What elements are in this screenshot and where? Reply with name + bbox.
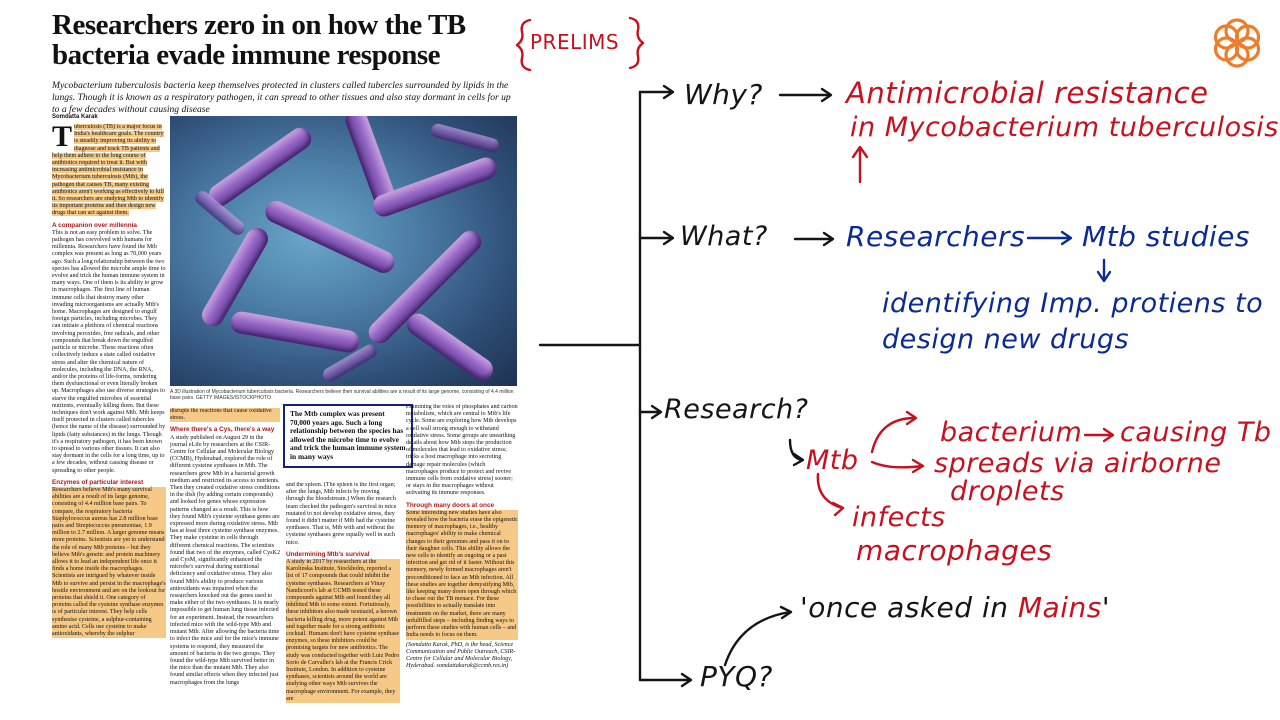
mtb-label: Mtb <box>806 445 859 476</box>
byline: Somdatta Karak <box>52 114 98 120</box>
headline-line-1: Researchers zero in on how the TB <box>52 9 466 41</box>
once-asked-suffix: ' <box>1101 591 1111 624</box>
what-identifying: identifying Imp. protiens to <box>882 288 1264 319</box>
body-paragraph: examining the roles of phosphates and ca… <box>406 404 518 497</box>
article-column-4: examining the roles of phosphates and ca… <box>406 404 518 708</box>
photo-caption: A 3D illustration of Mycobacterium tuber… <box>170 389 514 402</box>
author-signature: (Somdatta Karak, PhD, is the head, Scien… <box>406 641 516 670</box>
body-paragraph: This is not an easy problem to solve. Th… <box>52 229 166 474</box>
headline-line-2: bacteria evade immune response <box>52 39 441 71</box>
causing-tb-label: causing Tb <box>1120 417 1272 448</box>
why-question: Why? <box>684 78 763 111</box>
infects-line-2: macrophages <box>856 534 1053 567</box>
what-researchers: Researchers <box>846 220 1026 253</box>
body-paragraph-highlighted: A study in 2017 by researchers at the Ka… <box>286 559 400 704</box>
bacteria-illustration <box>170 116 517 386</box>
research-question: Research? <box>664 394 809 425</box>
intro-text: uberculosis (TB) is a major focus in Ind… <box>52 124 164 217</box>
body-paragraph: A study published on August 29 in the jo… <box>170 434 280 686</box>
subheading-companion: A companion over millennia <box>52 221 137 229</box>
flower-logo-icon <box>1213 18 1261 68</box>
bacterium-label: bacterium <box>940 417 1083 448</box>
once-asked-text: 'once asked in Mains' <box>800 591 1110 624</box>
body-paragraph: and the spleen. (The spleen is the first… <box>286 482 397 546</box>
mains-word: Mains <box>1017 591 1102 624</box>
body-paragraph-highlighted: disrupts the reactions that cause oxidat… <box>170 408 280 423</box>
what-question: What? <box>680 221 768 252</box>
prelims-tag: PRELIMS <box>530 30 620 54</box>
subheading-cys: Where there's a Cys, there's a way <box>170 426 275 434</box>
infects-line-1: infects <box>852 502 946 533</box>
standfirst: Mycobacterium tuberculosis bacteria keep… <box>52 80 511 115</box>
why-answer-line-2: in Mycobacterium tuberculosis <box>850 112 1279 143</box>
subheading-undermining: Undermining Mtb's survival <box>286 550 370 558</box>
spreads-line-2: droplets <box>950 476 1065 507</box>
what-design-drugs: design new drugs <box>882 324 1130 355</box>
spreads-line-1: spreads via airborne <box>934 448 1222 479</box>
pyq-question: PYQ? <box>700 660 773 693</box>
subheading-doors: Through many doors at once <box>406 501 495 509</box>
article-column-2: disrupts the reactions that cause oxidat… <box>170 408 280 708</box>
why-answer-line-1: Antimicrobial resistance <box>846 76 1209 110</box>
drop-cap: T <box>52 124 73 153</box>
once-asked-prefix: 'once asked in <box>800 591 1009 624</box>
pull-quote: The Mtb complex was present 70,000 years… <box>283 404 413 468</box>
what-mtb-studies: Mtb studies <box>1082 220 1250 253</box>
headline: Researchers zero in on how the TB bacter… <box>52 10 522 70</box>
subheading-enzymes: Enzymes of particular interest <box>52 478 144 486</box>
body-paragraph-highlighted: Researchers believe Mtb's many survival … <box>52 486 166 639</box>
article-column-3: and the spleen. (The spleen is the first… <box>286 482 400 708</box>
body-paragraph-highlighted: Some interesting new studies have also r… <box>406 509 518 640</box>
